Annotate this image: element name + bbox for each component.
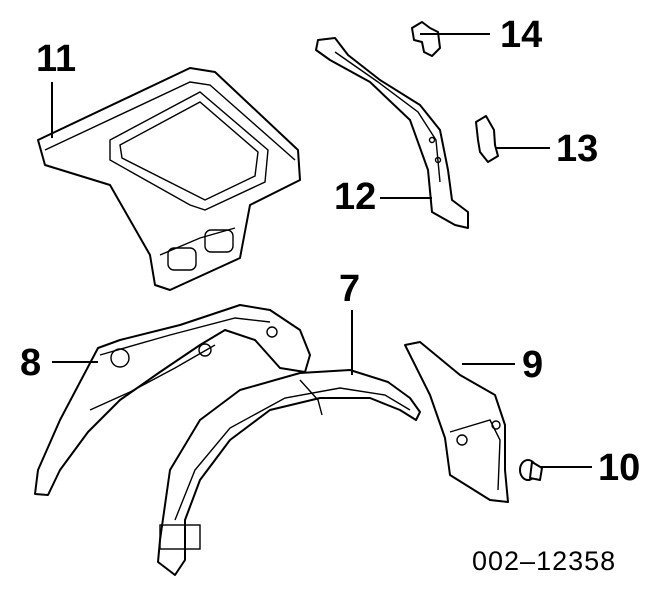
part-8-inner-wheelhouse xyxy=(34,304,311,496)
part-11-rear-panel xyxy=(37,67,301,291)
part-10-push-pin xyxy=(519,459,543,481)
part-7-outer-wheelhouse xyxy=(157,369,421,576)
callout-8: 8 xyxy=(20,342,42,384)
callout-14: 14 xyxy=(500,14,543,56)
part-code: 002–12358 xyxy=(472,546,617,576)
part-12-pillar-brace xyxy=(315,37,469,229)
callout-7: 7 xyxy=(339,268,361,310)
callout-12: 12 xyxy=(334,176,377,218)
callout-9: 9 xyxy=(522,344,544,386)
part-14-clip xyxy=(411,21,441,57)
part-9-splash-shield xyxy=(404,341,509,503)
part-13-bracket xyxy=(475,115,499,163)
callout-13: 13 xyxy=(556,128,599,170)
callout-10: 10 xyxy=(598,447,641,489)
callout-11: 11 xyxy=(36,38,77,80)
leader-lines xyxy=(51,33,592,468)
